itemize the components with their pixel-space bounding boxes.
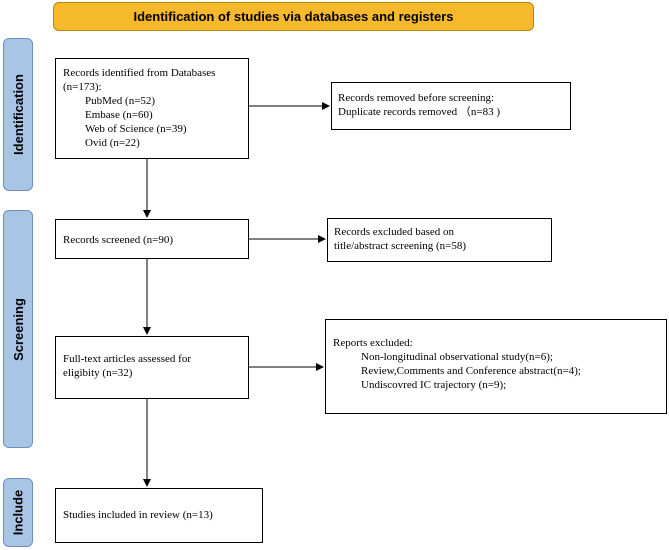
records-removed-line1: Records removed before screening:: [338, 92, 495, 104]
records-identified-line2: (n=173):: [63, 81, 102, 93]
reason-review-comments: Review,Comments and Conference abstract(…: [361, 365, 581, 377]
source-ovid: Ovid (n=22): [85, 137, 140, 149]
reason-undiscovered-ic: Undiscovred IC trajectory (n=9);: [361, 379, 507, 391]
diagram-title: Identification of studies via databases …: [53, 2, 534, 31]
records-removed-box: Records removed before screening: Duplic…: [331, 82, 571, 130]
records-identified-box: Records identified from Databases (n=173…: [55, 58, 249, 159]
records-excluded-box: Records excluded based on title/abstract…: [327, 218, 552, 262]
studies-included-text: Studies included in review (n=13): [63, 509, 213, 521]
fulltext-assessed-box: Full-text articles assessed for eligibit…: [55, 336, 249, 399]
records-identified-line1: Records identified from Databases: [63, 67, 216, 79]
fulltext-assessed-line1: Full-text articles assessed for: [63, 353, 191, 365]
records-excluded-line2: title/abstract screening (n=58): [334, 240, 467, 252]
source-embase: Embase (n=60): [85, 109, 153, 121]
phase-identification: Identification: [3, 38, 33, 191]
phase-screening: Screening: [3, 210, 33, 448]
reports-excluded-box: Reports excluded: Non-longitudinal obser…: [325, 319, 667, 414]
records-screened-text: Records screened (n=90): [63, 234, 174, 246]
fulltext-assessed-line2: eligibity (n=32): [63, 367, 133, 379]
records-excluded-line1: Records excluded based on: [334, 226, 455, 238]
reports-excluded-title: Reports excluded:: [333, 337, 413, 349]
studies-included-box: Studies included in review (n=13): [55, 488, 263, 543]
source-web-of-science: Web of Science (n=39): [85, 123, 187, 135]
reason-non-longitudinal: Non-longitudinal observational study(n=6…: [361, 351, 553, 363]
source-pubmed: PubMed (n=52): [85, 95, 156, 107]
records-screened-box: Records screened (n=90): [55, 219, 249, 259]
phase-include: Include: [3, 478, 33, 547]
records-removed-line2: Duplicate records removed （n=83 ): [338, 106, 500, 118]
